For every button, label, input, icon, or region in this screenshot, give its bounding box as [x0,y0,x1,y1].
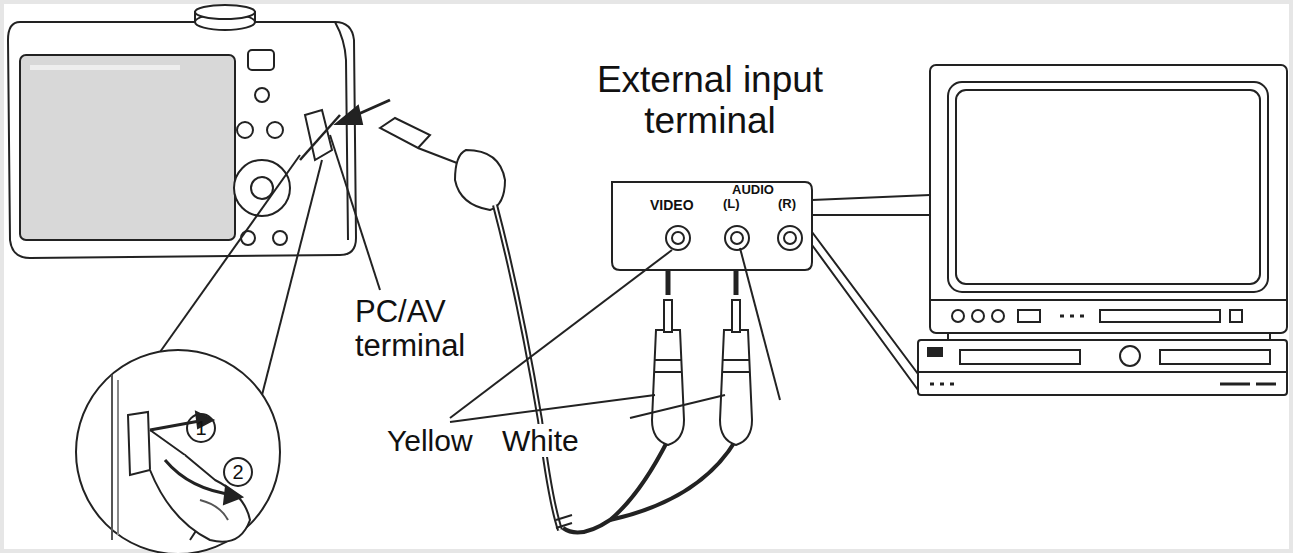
inset-leader [160,155,300,352]
usb-plug [380,118,430,148]
insert-arrow [336,106,362,124]
inset-circle [76,350,280,553]
leader-line [630,395,725,418]
jack-label: (R) [778,197,796,211]
terminal-panel [612,182,812,270]
jack-label: VIDEO [650,198,694,213]
leader-line [450,395,655,422]
ferrite-core [455,150,505,210]
heading-label: External input terminal [575,60,845,141]
color-label: White [500,424,581,457]
color-label: Yellow [385,424,475,457]
callout-line [812,195,930,215]
jack [666,226,802,250]
vcr-deck [918,340,1287,395]
finger [150,455,250,542]
leader-line [330,135,380,290]
camera-edge [335,22,348,240]
rca-plug [720,300,752,445]
callout-number: 1 [195,417,206,439]
pc-av-terminal [305,110,332,160]
camera-button [248,50,274,70]
callout-circle [224,458,252,486]
camera-body [8,22,356,258]
leader-line [450,250,672,418]
terminal-cover [128,412,150,475]
tv-screen [948,82,1268,292]
callout-number: 2 [232,461,243,483]
inset-leader [262,160,322,395]
callout-line [812,232,930,390]
part-label: PC/AV terminal [355,295,505,363]
jack-label: AUDIO [732,183,774,197]
leader-line [740,248,780,400]
tv-set [930,65,1287,333]
rca-plug [652,300,684,445]
camera-screen [20,55,235,240]
jack-label: (L) [723,197,740,211]
